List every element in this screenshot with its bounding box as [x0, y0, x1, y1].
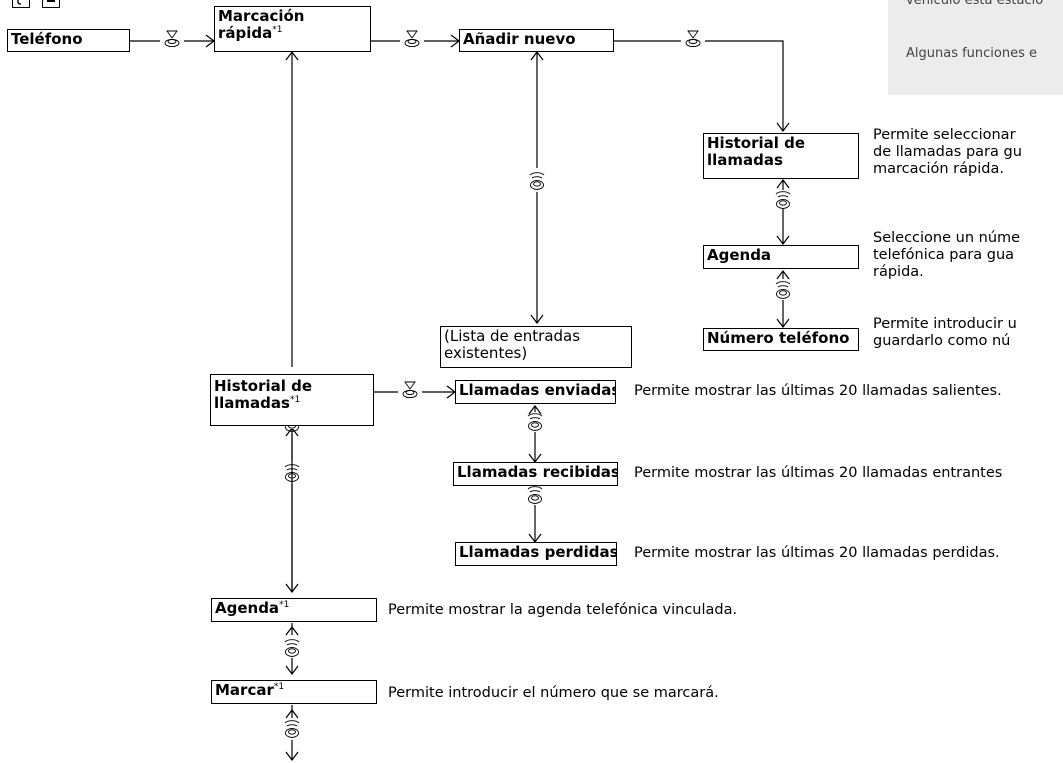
- knob-rotate-icon: [775, 191, 791, 209]
- node-lista-line1: (Lista de entradas: [444, 327, 581, 345]
- node-agenda-sub: Agenda: [703, 245, 859, 269]
- node-llamadas-recibidas: Llamadas recibidas: [453, 462, 618, 486]
- node-historial-sub-line1: Historial de: [707, 134, 806, 152]
- desc-agenda-sub: Seleccione un núme telefónica para gua r…: [873, 230, 1020, 281]
- node-telefono-label: Teléfono: [11, 30, 83, 48]
- desc-agenda-sub-2: telefónica para gua: [873, 247, 1015, 263]
- knob-rotate-icon: [284, 720, 300, 738]
- node-agenda: Agenda*1: [211, 598, 377, 622]
- desc-numero-2: guardarlo como nú: [873, 333, 1011, 349]
- node-numero-telefono: Número teléfono: [703, 328, 859, 351]
- node-recibidas-label: Llamadas recibidas: [457, 463, 618, 481]
- node-lista-entradas: (Lista de entradas existentes): [440, 326, 632, 368]
- footnote-mark: *1: [279, 600, 290, 610]
- desc-historial-sub: Permite seleccionar de llamadas para gu …: [873, 127, 1022, 178]
- node-llamadas-enviadas: Llamadas enviadas: [455, 380, 616, 404]
- knob-press-icon: [685, 30, 701, 48]
- desc-historial-sub-1: Permite seleccionar: [873, 127, 1016, 143]
- footnote-mark: *1: [273, 682, 285, 692]
- node-llamadas-perdidas: Llamadas perdidas: [455, 542, 617, 566]
- desc-agenda: Permite mostrar la agenda telefónica vin…: [388, 602, 738, 618]
- node-lista-line2: existentes): [444, 344, 528, 362]
- knob-rotate-icon: [527, 486, 543, 504]
- info-note: vehículo está estacio Algunas funciones …: [888, 0, 1063, 95]
- node-marcar-label: Marcar: [215, 681, 274, 699]
- desc-historial-sub-3: marcación rápida.: [873, 161, 1004, 177]
- desc-numero: Permite introducir u guardarlo como nú: [873, 316, 1017, 350]
- node-anadir-nuevo-label: Añadir nuevo: [463, 30, 576, 48]
- node-marcacion-rapida: Marcación rápida*1: [214, 6, 371, 52]
- knob-press-icon: [164, 30, 180, 48]
- note-text-2: Algunas funciones e: [906, 46, 1038, 61]
- footnote-mark: *1: [272, 25, 283, 35]
- node-agenda-label: Agenda: [215, 599, 280, 617]
- footnote-mark: *1: [289, 395, 301, 405]
- desc-historial-sub-2: de llamadas para gu: [873, 144, 1022, 160]
- desc-recibidas: Permite mostrar las últimas 20 llamadas …: [634, 465, 1003, 481]
- node-numero-telefono-label: Número teléfono: [707, 329, 850, 347]
- node-perdidas-label: Llamadas perdidas: [459, 543, 617, 561]
- note-text-1: vehículo está estacio: [906, 0, 1044, 8]
- desc-agenda-sub-3: rápida.: [873, 264, 924, 280]
- knob-rotate-icon: [775, 281, 791, 299]
- node-marcar: Marcar*1: [211, 680, 377, 704]
- desc-agenda-sub-1: Seleccione un núme: [873, 230, 1021, 246]
- desc-numero-1: Permite introducir u: [873, 316, 1017, 332]
- node-agenda-sub-label: Agenda: [707, 246, 772, 264]
- knob-rotate-icon: [527, 413, 543, 431]
- display-button-icon: [42, 0, 60, 8]
- desc-marcar: Permite introducir el número que se marc…: [388, 685, 719, 701]
- node-historial-llamadas-sub: Historial de llamadas: [703, 133, 859, 179]
- desc-perdidas: Permite mostrar las últimas 20 llamadas …: [634, 545, 1000, 561]
- knob-press-icon: [404, 30, 420, 48]
- node-telefono: Teléfono: [7, 29, 130, 52]
- node-marcacion-rapida-line1: Marcación: [218, 7, 305, 25]
- node-historial-line2: llamadas: [214, 394, 290, 412]
- knob-press-icon: [402, 381, 418, 399]
- desc-enviadas: Permite mostrar las últimas 20 llamadas …: [634, 383, 1002, 399]
- phone-button-icon: [12, 0, 30, 8]
- node-historial-sub-line2: llamadas: [707, 151, 783, 169]
- node-historial-llamadas: Historial de llamadas*1: [210, 374, 374, 426]
- node-anadir-nuevo: Añadir nuevo: [459, 29, 614, 52]
- node-marcacion-rapida-line2: rápida: [218, 24, 273, 42]
- node-historial-line1: Historial de: [214, 377, 313, 395]
- knob-rotate-icon: [284, 639, 300, 657]
- knob-rotate-icon: [529, 172, 545, 190]
- node-enviadas-label: Llamadas enviadas: [459, 381, 616, 399]
